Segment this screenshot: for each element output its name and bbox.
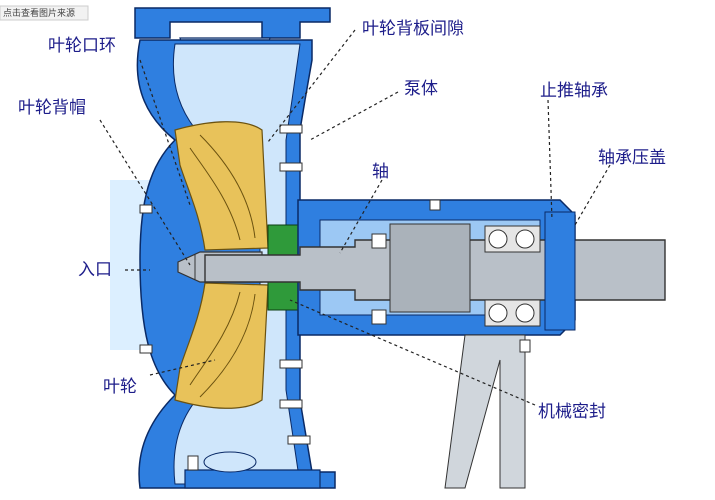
leader-thrust-bearing [547, 99, 553, 221]
label-impeller: 叶轮 [103, 377, 137, 397]
bolt-8 [187, 455, 199, 471]
impeller-vane-2 [199, 134, 256, 239]
bolt-11 [429, 199, 441, 211]
leader-shaft [339, 179, 383, 254]
bolt-5 [287, 435, 311, 445]
label-inlet: 入口 [78, 260, 112, 280]
corner-hint: 点击查看图片来源 [3, 7, 75, 19]
corner-hint-box [0, 5, 89, 21]
top-flange [134, 7, 331, 39]
bottom-drain [203, 451, 257, 473]
label-impeller-back-clearance: 叶轮背板间隙 [362, 19, 464, 39]
bolt-12 [519, 339, 531, 353]
label-thrust-bearing: 止推轴承 [540, 81, 608, 101]
label-pump-body: 泵体 [404, 79, 438, 99]
bolt-7 [139, 344, 153, 354]
bolt-6 [139, 204, 153, 214]
bearing-ball-2 [515, 229, 535, 249]
inlet-flow [110, 180, 150, 350]
seal-upper [267, 224, 299, 256]
leader-lines [99, 29, 611, 406]
bearing-ball-1 [488, 229, 508, 249]
leader-cap [99, 119, 191, 266]
bolt-2 [279, 162, 303, 172]
impeller-lower [174, 282, 269, 409]
leader-impeller [149, 359, 216, 376]
leader-pump-body [309, 91, 399, 141]
label-impeller-cap: 叶轮背帽 [18, 98, 86, 118]
label-shaft: 轴 [372, 162, 389, 182]
impeller-vane-4 [199, 293, 256, 398]
impeller-vane-3 [189, 291, 241, 386]
label-bearing-cover: 轴承压盖 [598, 148, 666, 168]
label-impeller-wear-ring: 叶轮口环 [48, 36, 116, 56]
bearing-ball-3 [488, 303, 508, 323]
bearing-ball-4 [515, 303, 535, 323]
support-stand [444, 334, 526, 489]
bolt-1 [279, 124, 303, 134]
bolts [139, 124, 531, 471]
bolt-4 [279, 399, 303, 409]
impeller-vane-1 [189, 147, 241, 241]
bolt-10 [371, 309, 387, 325]
leader-wear-ring [139, 59, 191, 206]
seal-lower [267, 279, 299, 311]
shaft-collar [389, 223, 471, 313]
bearing-cover [544, 211, 576, 331]
bolt-3 [279, 359, 303, 369]
impeller-upper [174, 121, 269, 251]
bottom-foot [184, 469, 321, 489]
leader-bearing-cover [574, 164, 611, 226]
leader-seal [289, 299, 536, 406]
label-mechanical-seal: 机械密封 [538, 402, 606, 422]
bolt-9 [371, 233, 387, 249]
